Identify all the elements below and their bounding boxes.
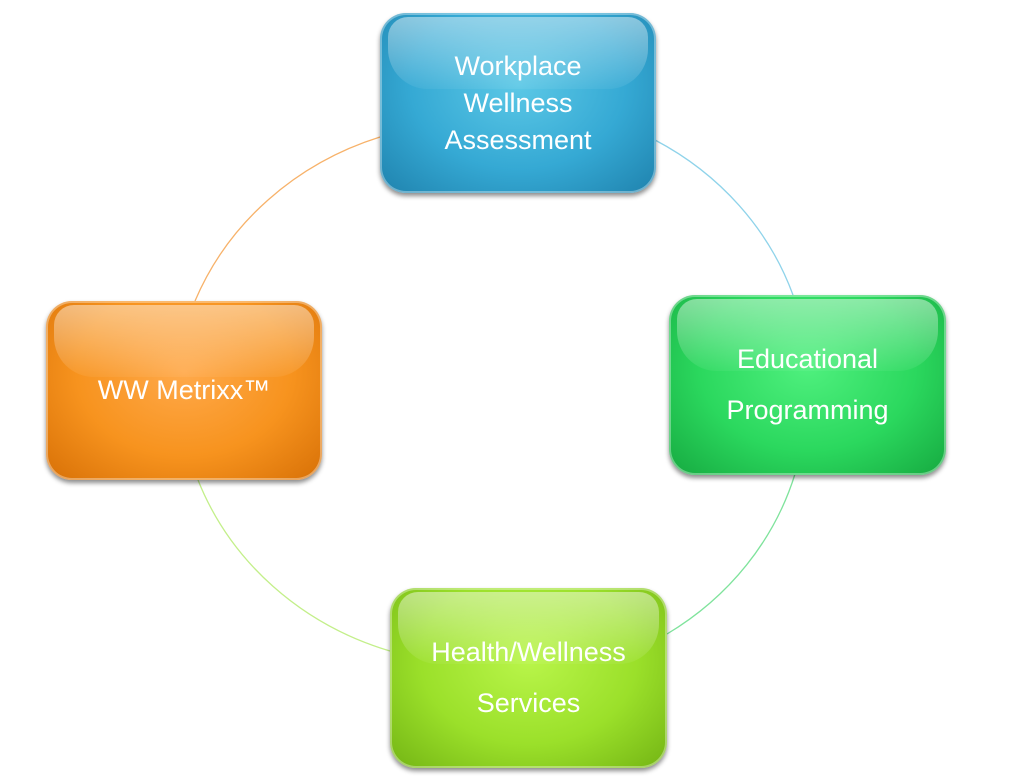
node-label-line: Assessment — [444, 124, 592, 155]
node-label-line: Services — [476, 688, 581, 718]
connector-left-top — [194, 136, 381, 302]
node-educational-programming: Educational Programming — [669, 295, 946, 475]
node-label-line: WW Metrixx™ — [97, 375, 271, 405]
connector-top-right — [654, 139, 794, 296]
node-label-line: Workplace — [454, 50, 582, 81]
node-label-line: Health/Wellness — [431, 637, 626, 667]
node-label-line: Wellness — [463, 87, 573, 118]
connector-bottom-left — [197, 479, 391, 652]
node-label-line: Programming — [726, 395, 889, 425]
node-health-wellness-services: Health/Wellness Services — [390, 588, 667, 768]
node-label-line: Educational — [736, 344, 879, 374]
node-ww-metrixx: WW Metrixx™ — [46, 301, 322, 480]
connector-right-bottom — [666, 473, 796, 635]
node-workplace-wellness-assessment: Workplace Wellness Assessment — [380, 13, 656, 193]
